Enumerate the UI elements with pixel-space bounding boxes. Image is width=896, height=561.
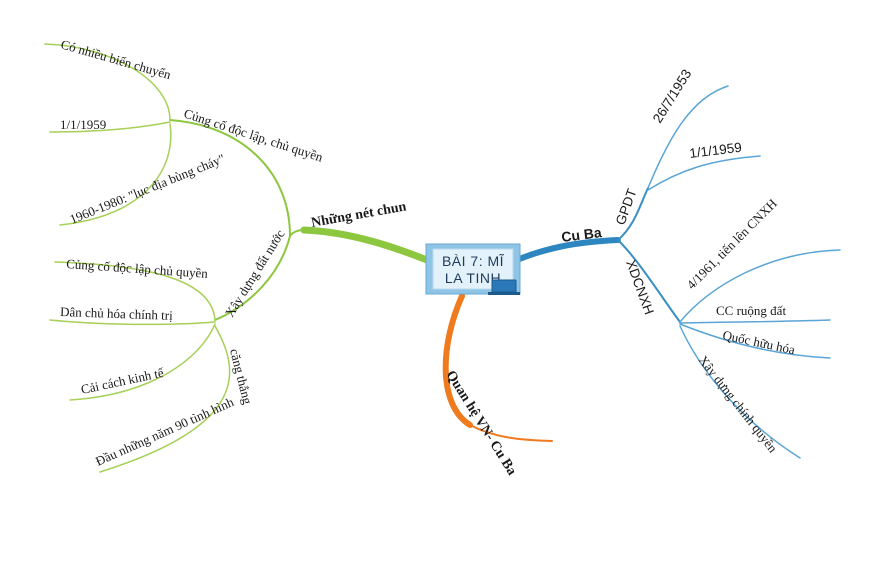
branch-bottom-tail (469, 424, 553, 442)
label-1960-1980: 1960-1980: "lục địa bùng cháy" (68, 151, 227, 227)
branch-bottom (442, 293, 553, 442)
label-quoc-huu-hoa: Quốc hữu hóa (721, 327, 796, 357)
label-cung-co: Củng cố độc lập, chủ quyền (182, 106, 325, 165)
label-quan-he: Quan hệ VN- Cu Ba (443, 368, 519, 478)
label-4-1961: 4/1961, tiến lên CNXH (684, 196, 780, 292)
branch-right (509, 85, 841, 459)
branch-xdcnxh (617, 239, 681, 323)
line-4-1961 (679, 249, 841, 323)
line-1-1-1959-right (647, 155, 761, 191)
label-1-1-1959-right: 1/1/1959 (689, 140, 743, 161)
branch-left-main-thin (289, 229, 305, 237)
label-cu-ba: Cu Ba (560, 224, 602, 245)
label-cung-co-doc-lap: Củng cố độc lập chủ quyền (66, 256, 209, 281)
label-co-nhieu: Có nhiều biến chuyển (59, 36, 173, 82)
branch-left (44, 43, 436, 473)
line-1960-1980 (59, 123, 172, 226)
line-dau-nhung-nam (99, 325, 231, 473)
label-xdcnxh: XDCNXH (623, 258, 657, 317)
center-title-line1: BÀI 7: MĨ (442, 253, 505, 269)
branch-left-main (300, 226, 436, 266)
label-xay-dung-chinh-quyen: Xây dựng chính quyền (696, 353, 781, 456)
line-1-1-1959-left (49, 121, 171, 133)
line-cc-ruong-dat (679, 319, 831, 324)
line-26-7-1953 (647, 85, 729, 189)
branch-bottom-main (442, 293, 473, 428)
branch-right-main (509, 237, 621, 265)
branch-cung-co (169, 119, 291, 237)
line-xay-dung-chinh-quyen (679, 325, 801, 459)
branch-xay-dung (214, 235, 291, 321)
label-dan-chu: Dân chủ hóa chính trị (60, 304, 173, 323)
laptop-icon (488, 279, 520, 295)
label-cang-thang: căng thẳng (227, 347, 255, 406)
label-1-1-1959-left: 1/1/1959 (60, 117, 106, 132)
label-26-7-1953: 26/7/1953 (650, 67, 695, 126)
line-cung-co-doc-lap (54, 261, 216, 321)
label-xay-dung: Xây dựng đất nước (222, 227, 288, 320)
line-co-nhieu (44, 43, 171, 121)
line-dan-chu (49, 319, 216, 326)
branch-gpdt (617, 187, 649, 241)
line-quoc-huu-hoa (679, 323, 831, 359)
center-title-line2: LA TINH (445, 270, 501, 286)
label-cc-ruong-dat: CC ruộng đất (716, 303, 786, 318)
line-cai-cach (69, 323, 216, 401)
label-dau-nhung-nam: Đầu những năm 90 tình hình (93, 394, 236, 469)
label-gpdt: GPDT (613, 187, 640, 227)
center-node[interactable]: BÀI 7: MĨ LA TINH (425, 243, 521, 295)
label-nhung-net-chun: Những nét chun (310, 199, 408, 231)
